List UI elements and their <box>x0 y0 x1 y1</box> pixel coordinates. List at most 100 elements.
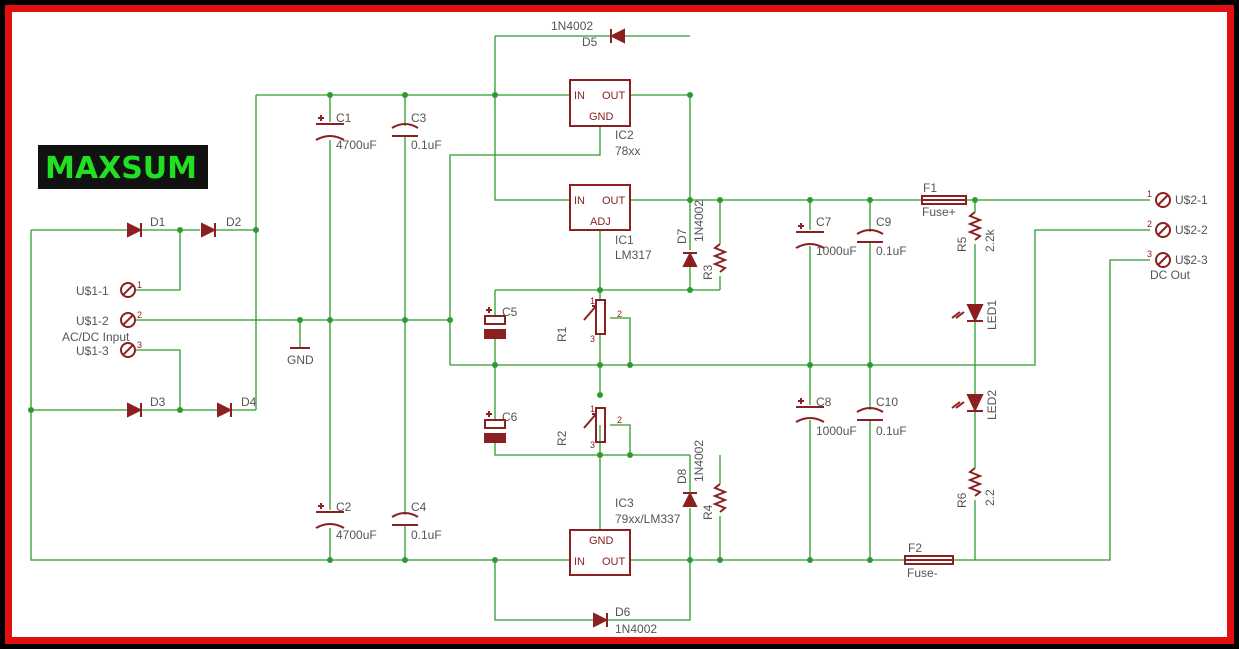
label-output-name: DC Out <box>1150 268 1191 282</box>
diode-d2 <box>201 222 217 238</box>
label-c10: C10 <box>876 395 898 409</box>
label-r1: R1 <box>555 326 569 342</box>
junctions <box>28 92 978 563</box>
label-d3: D3 <box>150 395 166 409</box>
ic2-pin-gnd: GND <box>589 111 614 123</box>
led-led2 <box>951 394 984 413</box>
label-f2-val: Fuse- <box>907 566 938 580</box>
label-f2: F2 <box>908 541 922 555</box>
label-ic2: IC2 <box>615 128 634 142</box>
label-u1-1: U$1-1 <box>76 284 109 298</box>
canvas <box>12 12 1227 637</box>
label-d2: D2 <box>226 215 242 229</box>
ic1-regulator: IN OUT ADJ <box>569 184 631 231</box>
capacitor-c9 <box>856 229 884 243</box>
ic3-regulator: GND IN OUT <box>569 529 631 576</box>
potentiometer-r1 <box>583 299 606 335</box>
label-c1: C1 <box>336 111 352 125</box>
ic1-pin-in: IN <box>574 195 585 207</box>
label-r6-val: 2.2 <box>983 489 997 506</box>
label-d8: D8 <box>675 468 689 484</box>
resistor-r5 <box>967 211 983 241</box>
wires <box>30 35 1150 621</box>
label-ic3: IC3 <box>615 496 634 510</box>
label-d8-part: 1N4002 <box>692 440 706 482</box>
label-r6: R6 <box>955 492 969 508</box>
pin-r1-3: 3 <box>590 334 595 344</box>
label-r2: R2 <box>555 430 569 446</box>
pin-r2-3: 3 <box>590 440 595 450</box>
ic3-pin-out: OUT <box>602 556 626 568</box>
diode-d8 <box>682 491 698 507</box>
resistor-r4 <box>712 483 728 513</box>
label-c9-val: 0.1uF <box>876 244 907 258</box>
label-c6: C6 <box>502 410 518 424</box>
label-d6-part: 1N4002 <box>615 622 657 636</box>
label-d5: D5 <box>582 35 598 49</box>
label-c3-val: 0.1uF <box>411 138 442 152</box>
terminal-u1-1 <box>120 282 136 298</box>
diode-d5 <box>609 28 625 44</box>
label-u1-2: U$1-2 <box>76 314 109 328</box>
label-u1-3: U$1-3 <box>76 344 109 358</box>
potentiometer-r2 <box>583 407 606 443</box>
label-u2-2: U$2-2 <box>1175 223 1208 237</box>
capacitor-c10 <box>856 407 884 421</box>
ic3-pin-in: IN <box>574 556 585 568</box>
label-c9: C9 <box>876 215 892 229</box>
ic2-pin-out: OUT <box>602 90 626 102</box>
ic3-pin-gnd: GND <box>589 535 614 547</box>
capacitor-c3 <box>391 123 419 137</box>
label-d7: D7 <box>675 228 689 244</box>
pin-u2-1: 1 <box>1147 189 1152 199</box>
label-c7: C7 <box>816 215 832 229</box>
label-r5-val: 2.2k <box>983 228 997 252</box>
label-d4: D4 <box>241 395 257 409</box>
terminal-u1-3 <box>120 342 136 358</box>
label-c7-val: 1000uF <box>816 244 857 258</box>
label-gnd: GND <box>287 353 314 367</box>
label-c2: C2 <box>336 500 352 514</box>
capacitor-c4 <box>391 512 419 526</box>
logo-text: MAXSUM <box>45 151 197 186</box>
pin-r2-1: 1 <box>590 404 595 414</box>
label-ic1: IC1 <box>615 233 634 247</box>
label-r5: R5 <box>955 236 969 252</box>
ic2-regulator: IN OUT GND <box>569 79 631 127</box>
label-f1-val: Fuse+ <box>922 205 956 219</box>
terminal-u2-2 <box>1155 222 1171 238</box>
diode-d6 <box>593 612 609 628</box>
label-led1: LED1 <box>985 300 999 330</box>
pin-u1-3: 3 <box>137 340 142 350</box>
label-d7-part: 1N4002 <box>692 200 706 242</box>
label-input-name: AC/DC Input <box>62 330 130 344</box>
terminal-u2-1 <box>1155 192 1171 208</box>
label-ic3-part: 79xx/LM337 <box>615 512 681 526</box>
label-c3: C3 <box>411 111 427 125</box>
label-d1: D1 <box>150 215 166 229</box>
label-c1-val: 4700uF <box>336 138 377 152</box>
labels: D1 D2 D3 D4 1N4002 D5 D6 1N4002 D7 1N400… <box>62 19 1208 636</box>
diode-d4 <box>217 402 233 418</box>
ic1-pin-out: OUT <box>602 195 626 207</box>
diode-d3 <box>127 402 143 418</box>
label-r4: R4 <box>701 504 715 520</box>
fuse-f1 <box>921 195 967 205</box>
pin-u2-3: 3 <box>1147 249 1152 259</box>
capacitor-c7 <box>795 223 825 249</box>
label-f1: F1 <box>923 181 937 195</box>
capacitor-c6 <box>484 411 506 443</box>
label-ic1-part: LM317 <box>615 248 652 262</box>
pin-r2-2: 2 <box>617 415 622 425</box>
label-c5: C5 <box>502 305 518 319</box>
label-r3: R3 <box>701 264 715 280</box>
label-d6: D6 <box>615 605 631 619</box>
label-u2-3: U$2-3 <box>1175 253 1208 267</box>
label-d5-part: 1N4002 <box>551 19 593 33</box>
label-ic2-part: 78xx <box>615 144 640 158</box>
pin-r1-2: 2 <box>617 309 622 319</box>
capacitor-c8 <box>795 398 825 423</box>
diode-d7 <box>682 251 698 267</box>
pin-u1-2: 2 <box>137 310 142 320</box>
fuse-f2 <box>904 555 954 565</box>
